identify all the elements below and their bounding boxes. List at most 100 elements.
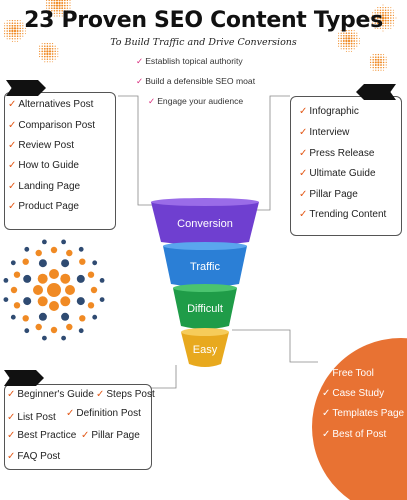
- blob-dot: [54, 53, 56, 55]
- list-item-label: Infographic: [309, 106, 359, 117]
- check-icon: ✓: [7, 430, 16, 441]
- left-card: ✓Alternatives Post ✓Comparison Post ✓Rev…: [4, 92, 116, 230]
- funnel-stage-rim: [181, 328, 229, 336]
- blob-dot: [9, 35, 11, 37]
- sunburst-dot: [76, 274, 85, 283]
- blob-dot: [63, 4, 66, 7]
- blob-dot: [44, 58, 46, 60]
- blob-dot: [59, 15, 61, 17]
- blob-dot: [375, 66, 377, 69]
- blob-dot: [55, 0, 59, 2]
- blob-dot: [382, 9, 384, 11]
- blob-dot: [52, 43, 54, 45]
- blob-dot: [372, 64, 375, 66]
- blob-dot: [371, 14, 374, 17]
- blob-dot: [374, 22, 376, 24]
- blob-dot: [61, 12, 63, 15]
- list-item-label: Comparison Post: [18, 120, 96, 131]
- list-item: ✓Trending Content: [299, 209, 386, 220]
- blob-dot: [64, 15, 66, 17]
- blob-dot: [384, 27, 387, 30]
- blob-dot: [387, 17, 390, 19]
- list-item-label: Templates Page: [332, 408, 405, 419]
- list-item-label: Alternatives Post: [18, 99, 94, 110]
- blob-dot: [392, 22, 394, 24]
- sunburst-dot: [61, 259, 70, 268]
- blob-dot: [46, 47, 49, 50]
- blob-dot: [48, 52, 52, 56]
- check-icon: ✓: [299, 148, 308, 159]
- list-item-label: FAQ Post: [17, 451, 61, 462]
- sunburst-dot: [38, 259, 47, 268]
- sunburst-dot: [49, 301, 59, 311]
- blob-dot: [69, 0, 71, 1]
- check-icon: ✓: [322, 388, 331, 399]
- blob-dot: [377, 58, 380, 61]
- blob-dot: [16, 27, 19, 30]
- blob-dot: [345, 45, 348, 48]
- blob-dot: [340, 32, 342, 34]
- sunburst-dot: [10, 260, 16, 266]
- blob-dot: [55, 7, 59, 10]
- list-item: ✓Case Study: [322, 388, 384, 399]
- funnel-stage-rim: [163, 242, 247, 250]
- blob-dot: [39, 56, 41, 58]
- blob-dot: [383, 69, 385, 71]
- blob-dot: [369, 61, 372, 64]
- blob-dot: [348, 50, 350, 52]
- blob-dot: [382, 4, 384, 6]
- blob-dot: [66, 10, 68, 12]
- blob-dot: [49, 58, 51, 60]
- check-icon: ✓: [8, 181, 17, 192]
- blob-dot: [6, 20, 8, 22]
- arrow-flag-icon: [4, 370, 44, 386]
- blob-dot: [338, 43, 340, 45]
- blob-dot: [54, 48, 56, 50]
- blob-dot: [384, 14, 387, 17]
- sunburst-dot: [92, 314, 98, 320]
- blob-dot: [57, 48, 59, 50]
- blob-dot: [392, 14, 395, 17]
- blob-dot: [49, 55, 51, 58]
- blob-dot: [392, 12, 394, 14]
- blob-dot: [384, 9, 387, 11]
- blob-dot: [382, 6, 384, 9]
- blob-dot: [351, 50, 353, 52]
- blob-dot: [8, 32, 11, 35]
- blob-dot: [4, 35, 6, 37]
- blob-dot: [340, 45, 342, 47]
- blob-dot: [53, 7, 56, 10]
- blob-dot: [11, 40, 13, 42]
- blob-dot: [41, 50, 44, 53]
- check-icon: ✓: [136, 76, 144, 86]
- blob-dot: [8, 30, 11, 32]
- blob-dot: [350, 32, 353, 34]
- blob-dot: [43, 53, 46, 55]
- blob-dot: [14, 24, 16, 27]
- blob-dot: [375, 53, 377, 56]
- sunburst-dot: [38, 312, 47, 321]
- blob-dot: [356, 42, 358, 45]
- blob-dot: [19, 32, 21, 35]
- sunburst-dot: [50, 326, 58, 334]
- blob-dot: [19, 22, 21, 24]
- blob-dot: [48, 12, 50, 14]
- blob-dot: [370, 67, 372, 69]
- blob-dot: [385, 61, 387, 64]
- check-icon: ✓: [7, 412, 16, 423]
- blob-dot: [49, 47, 51, 50]
- blob-dot: [6, 30, 8, 32]
- blob-dot: [374, 19, 376, 22]
- check-icon: ✓: [148, 96, 156, 106]
- blob-dot: [382, 27, 384, 30]
- blob-dot: [351, 30, 353, 32]
- funnel-stage-body: [173, 288, 237, 329]
- blob-dot: [372, 22, 374, 24]
- blob-dot: [66, 2, 69, 4]
- blob-dot: [377, 61, 380, 64]
- blob-dot: [372, 61, 375, 64]
- blob-dot: [46, 55, 49, 58]
- right-card: ✓Infographic ✓Interview ✓Press Release ✓…: [290, 96, 402, 236]
- blob-dot: [41, 53, 44, 55]
- blob-dot: [387, 25, 389, 27]
